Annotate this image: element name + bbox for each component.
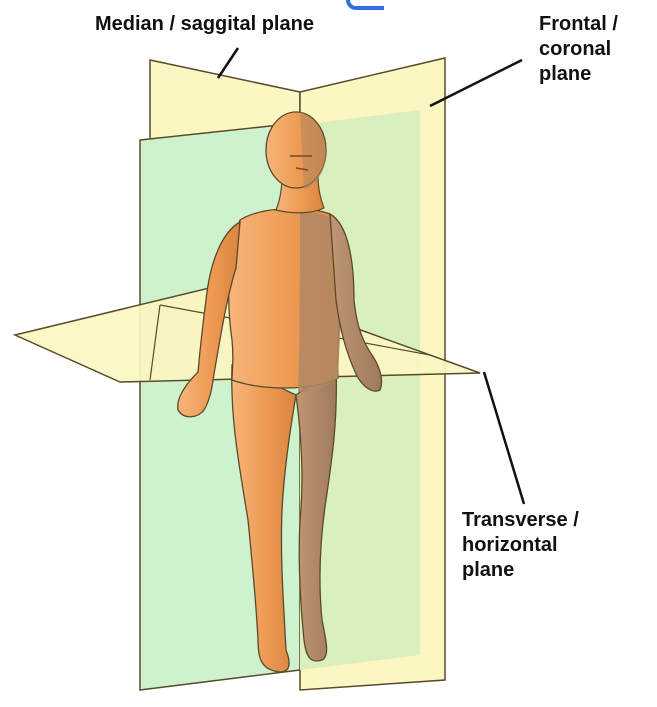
median-plane-label: Median / saggital plane [95,12,314,37]
median-plane-label-line: Median / saggital plane [95,12,314,37]
frontal-plane-label-line: Frontal / [539,12,618,37]
frontal-plane-label-line: coronal [539,37,618,62]
transverse-plane-label-line: horizontal [462,533,579,558]
transverse-label-pointer [484,372,524,504]
transverse-plane-label-line: Transverse / [462,508,579,533]
transverse-plane-label-line: plane [462,558,579,583]
frontal-plane-label-line: plane [539,62,618,87]
frontal-plane-label: Frontal / coronal plane [539,12,618,87]
median-label-pointer [218,48,238,78]
transverse-plane-label: Transverse / horizontal plane [462,508,579,583]
